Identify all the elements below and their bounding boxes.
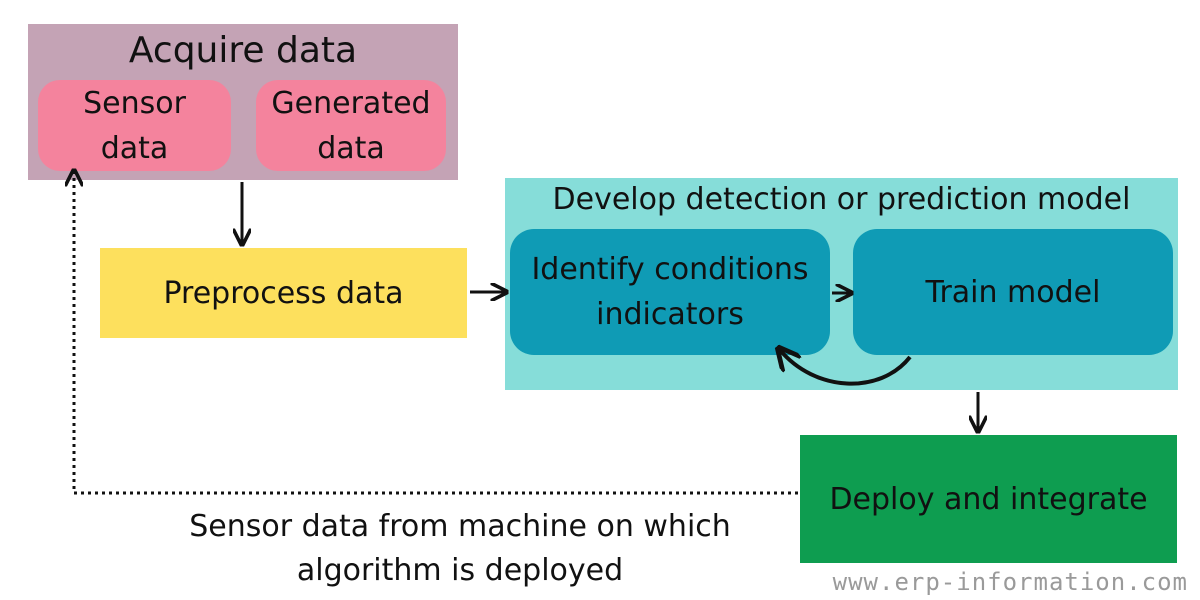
sensor-data-label-line2: data [100, 130, 169, 166]
sensor-data-label-line1: Sensor [83, 85, 186, 121]
preprocess-data-label: Preprocess data [163, 275, 404, 311]
identify-conditions-label-line2: indicators [596, 297, 744, 332]
generated-data-node: Generated data [256, 80, 446, 171]
identify-conditions-node: Identify conditions indicators [510, 229, 830, 355]
watermark-url: www.erp-information.com [832, 568, 1188, 596]
arrow-feedback-dotted [74, 172, 798, 495]
feedback-caption-line2: algorithm is deployed [296, 552, 624, 588]
train-model-label: Train model [925, 274, 1101, 310]
preprocess-data-node: Preprocess data [100, 248, 467, 338]
develop-model-title: Develop detection or prediction model [552, 182, 1131, 217]
feedback-caption-line1: Sensor data from machine on which [189, 509, 731, 544]
arrow-train-loop-back [780, 350, 912, 386]
deploy-integrate-node: Deploy and integrate [800, 435, 1177, 563]
train-model-node: Train model [853, 229, 1173, 355]
generated-data-label-line2: data [317, 130, 385, 166]
generated-data-label-line1: Generated [271, 85, 431, 121]
feedback-caption: Sensor data from machine on which algori… [150, 505, 770, 592]
sensor-data-node: Sensor data [38, 80, 231, 171]
deploy-integrate-label: Deploy and integrate [829, 481, 1148, 517]
identify-conditions-label-line1: Identify conditions [531, 252, 809, 287]
acquire-data-title: Acquire data [128, 30, 358, 71]
